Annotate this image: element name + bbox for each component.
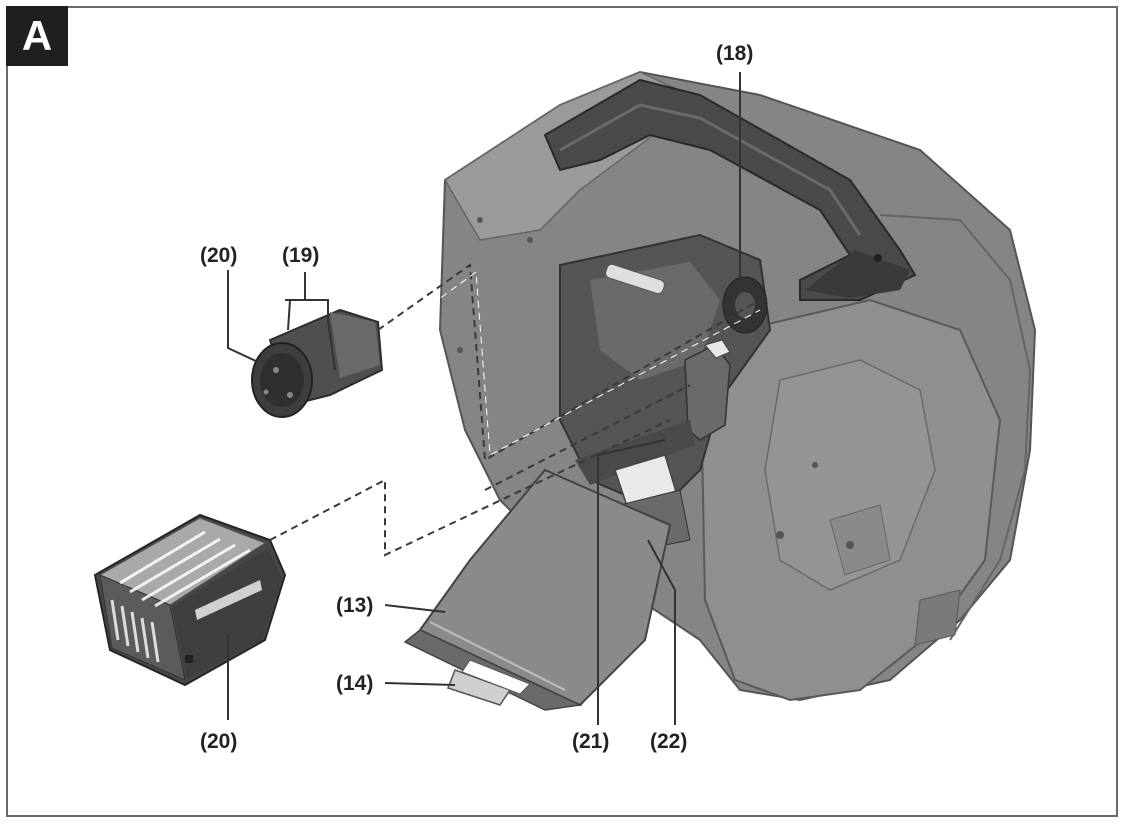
callout-14: (14): [336, 672, 374, 695]
callout-13: (13): [336, 594, 374, 617]
callout-20-top: (20): [200, 244, 238, 267]
callout-20-bottom: (20): [200, 730, 238, 753]
large-battery-pack: [93, 513, 287, 687]
callout-19: (19): [282, 244, 320, 267]
callout-21: (21): [572, 730, 610, 753]
battery-compartment: [559, 233, 772, 551]
figure-frame: [6, 6, 1118, 817]
panel-label-badge: A: [6, 6, 68, 66]
leader-lines: [227, 72, 741, 725]
carry-handle: [543, 78, 917, 301]
lid-latch: [447, 659, 531, 706]
callout-22: (22): [650, 730, 688, 753]
small-battery-pack: [251, 308, 384, 418]
panel-label: A: [21, 12, 53, 59]
insertion-guides: [269, 263, 761, 557]
callout-18: (18): [716, 42, 754, 65]
